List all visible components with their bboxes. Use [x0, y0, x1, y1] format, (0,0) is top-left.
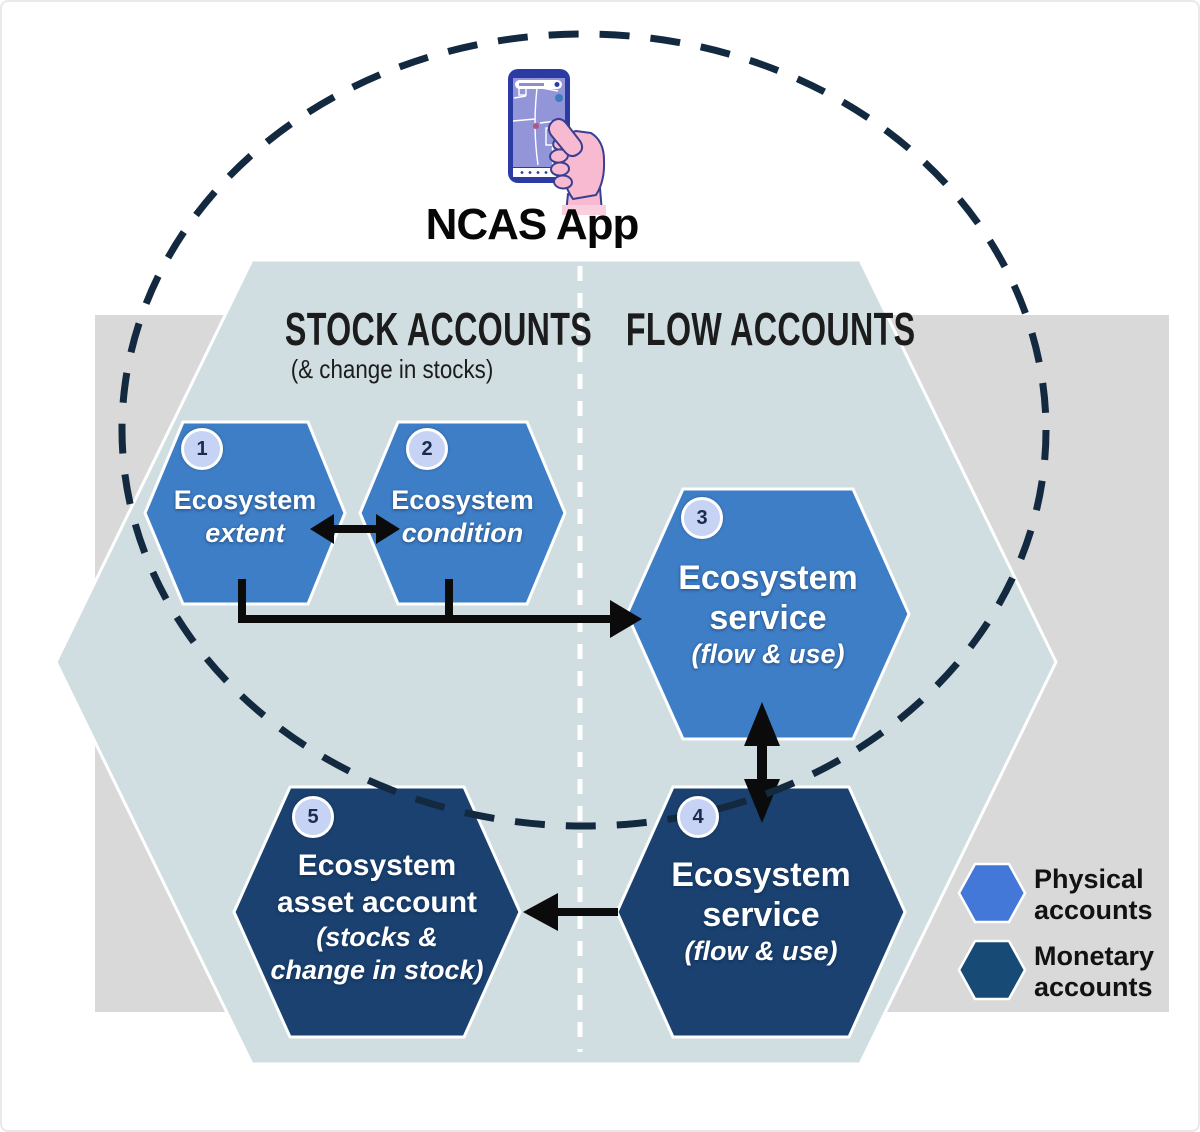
legend-monetary-label: Monetary accounts	[1034, 941, 1155, 1002]
stock-accounts-title: STOCK ACCOUNTS	[284, 303, 593, 355]
map-pin-icon	[533, 123, 539, 129]
badge-3: 3	[681, 497, 723, 539]
phone-nav-dots	[520, 171, 556, 174]
hexagon-2-label: Ecosystem condition	[360, 484, 565, 550]
map-button-teal-square	[556, 160, 560, 164]
badge-2-number: 2	[421, 437, 433, 460]
stock-accounts-subtitle: (& change in stocks)	[290, 354, 494, 384]
map-button-yellow-dot	[556, 147, 560, 151]
hexagon-1-line1: Ecosystem	[173, 485, 317, 515]
hand-finger-1	[552, 135, 572, 151]
hexagon-5-line1: Ecosystem	[297, 849, 457, 882]
flow-accounts-title: FLOW ACCOUNTS	[625, 303, 916, 355]
hand-finger-2	[549, 148, 569, 164]
badge-3-number: 3	[696, 506, 708, 529]
badge-5: 5	[292, 796, 334, 838]
hexagon-3-label: Ecosystem service (flow & use)	[627, 558, 909, 671]
badge-1-number: 1	[196, 437, 208, 460]
phone-screen	[513, 78, 565, 167]
physical-hexagon-swatch	[957, 862, 1027, 924]
hexagon-1-line2: extent	[205, 518, 285, 548]
hand-thumb	[547, 117, 584, 158]
legend-physical-label: Physical accounts	[1034, 864, 1153, 925]
hand-palm	[560, 130, 606, 200]
badge-1: 1	[181, 428, 223, 470]
hexagon-5-label: Ecosystem asset account (stocks & change…	[234, 847, 520, 987]
hand-finger-3	[550, 161, 570, 177]
hexagon-2-line2: condition	[401, 518, 524, 548]
monetary-hexagon-swatch	[957, 939, 1027, 1001]
phone-nav-bar	[513, 168, 565, 177]
hexagon-5-line4: change in stock)	[270, 955, 484, 985]
hexagon-3-line1: Ecosystem	[678, 559, 858, 597]
phone-search-bar	[515, 80, 562, 89]
hexagon-2-line1: Ecosystem	[391, 485, 534, 515]
badge-2: 2	[406, 428, 448, 470]
map-location-dot	[555, 94, 563, 102]
map-button-yellow-icon	[551, 142, 565, 156]
badge-4: 4	[677, 796, 719, 838]
hexagon-5-line3: (stocks &	[316, 922, 438, 952]
hexagon-4-label: Ecosystem service (flow & use)	[617, 855, 905, 968]
hexagon-5-line2: asset account	[276, 886, 478, 919]
hexagon-3-line2: service	[709, 599, 827, 637]
phone-search-text	[519, 83, 544, 86]
badge-5-number: 5	[307, 805, 319, 828]
hexagon-1-label: Ecosystem extent	[145, 484, 345, 550]
hexagon-4-line2: service	[702, 896, 820, 934]
hexagon-4-line3: (flow & use)	[684, 936, 838, 966]
map-lines-icon	[512, 79, 564, 166]
hexagon-3-line3: (flow & use)	[691, 639, 845, 669]
phone-search-icon	[554, 82, 560, 87]
ncas-app-title: NCAS App	[425, 200, 640, 249]
hand-finger-4	[553, 174, 573, 190]
badge-4-number: 4	[692, 805, 704, 828]
phone-body	[508, 69, 570, 183]
ncas-app-phone-illustration	[508, 69, 606, 215]
map-button-teal-icon	[551, 155, 565, 169]
hexagon-4-line1: Ecosystem	[671, 856, 851, 894]
